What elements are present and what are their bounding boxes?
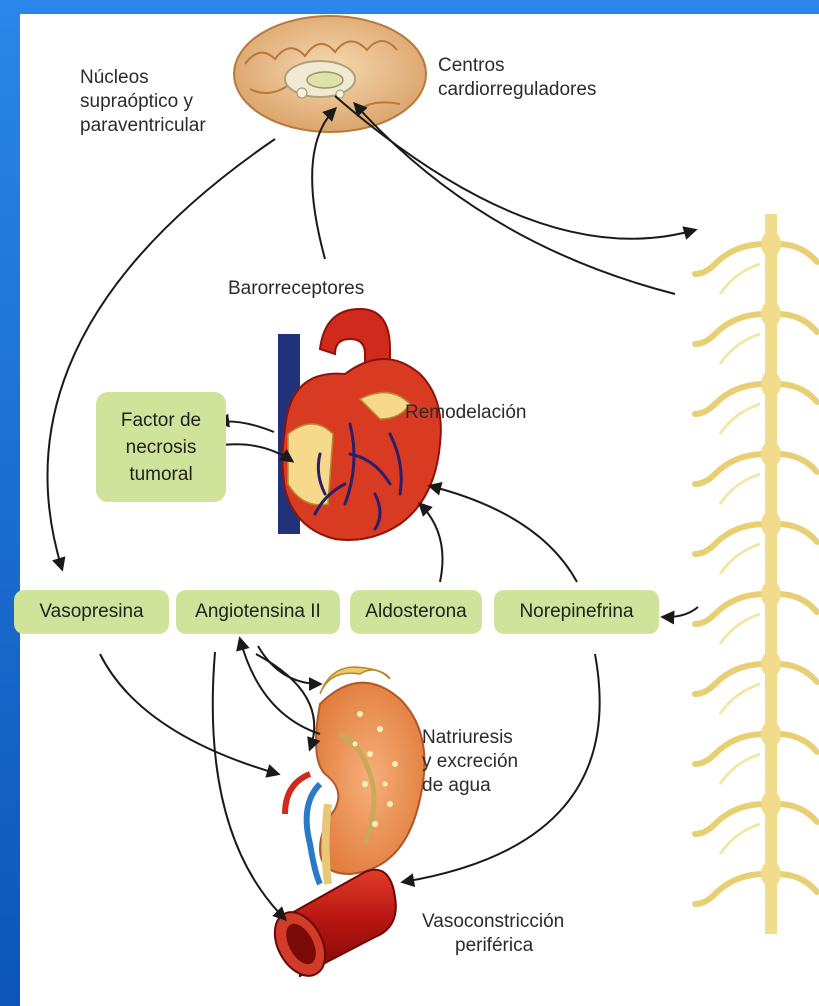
label-natriuresis-line1: Natriuresis [422,726,518,750]
label-barorreceptores: Barorreceptores [228,277,364,301]
spinal-cord-illustration [695,214,817,934]
label-nucleos-line3: paraventricular [80,114,206,138]
label-natriuresis-line3: de agua [422,774,518,798]
label-vasoconstriccion-line2: periférica [422,934,564,958]
label-centros-line2: cardiorreguladores [438,78,596,102]
hormone-aldosterona: Aldosterona [350,590,482,634]
factor-line2: necrosis [96,434,226,461]
blood-vessel-illustration [265,870,396,985]
label-remodelacion: Remodelación [405,401,526,425]
hormone-norepinefrina: Norepinefrina [494,590,659,634]
diagram-canvas: Núcleos supraóptico y paraventricular Ce… [20,14,819,1006]
label-vasoconstriccion: Vasoconstricción periférica [422,910,564,958]
label-natriuresis: Natriuresis y excreción de agua [422,726,518,798]
hormone-vasopresina: Vasopresina [14,590,169,634]
factor-line1: Factor de [96,407,226,434]
label-centros: Centros cardiorreguladores [438,54,596,102]
label-nucleos-line1: Núcleos [80,66,206,90]
factor-line3: tumoral [96,461,226,488]
label-centros-line1: Centros [438,54,596,78]
kidney-illustration [285,667,425,884]
label-nucleos: Núcleos supraóptico y paraventricular [80,66,206,138]
hormone-angiotensina: Angiotensina II [176,590,340,634]
diagram-graphics [20,14,819,1006]
label-vasoconstriccion-line1: Vasoconstricción [422,910,564,934]
label-nucleos-line2: supraóptico y [80,90,206,114]
factor-necrosis-box: Factor de necrosis tumoral [96,392,226,502]
label-natriuresis-line2: y excreción [422,750,518,774]
